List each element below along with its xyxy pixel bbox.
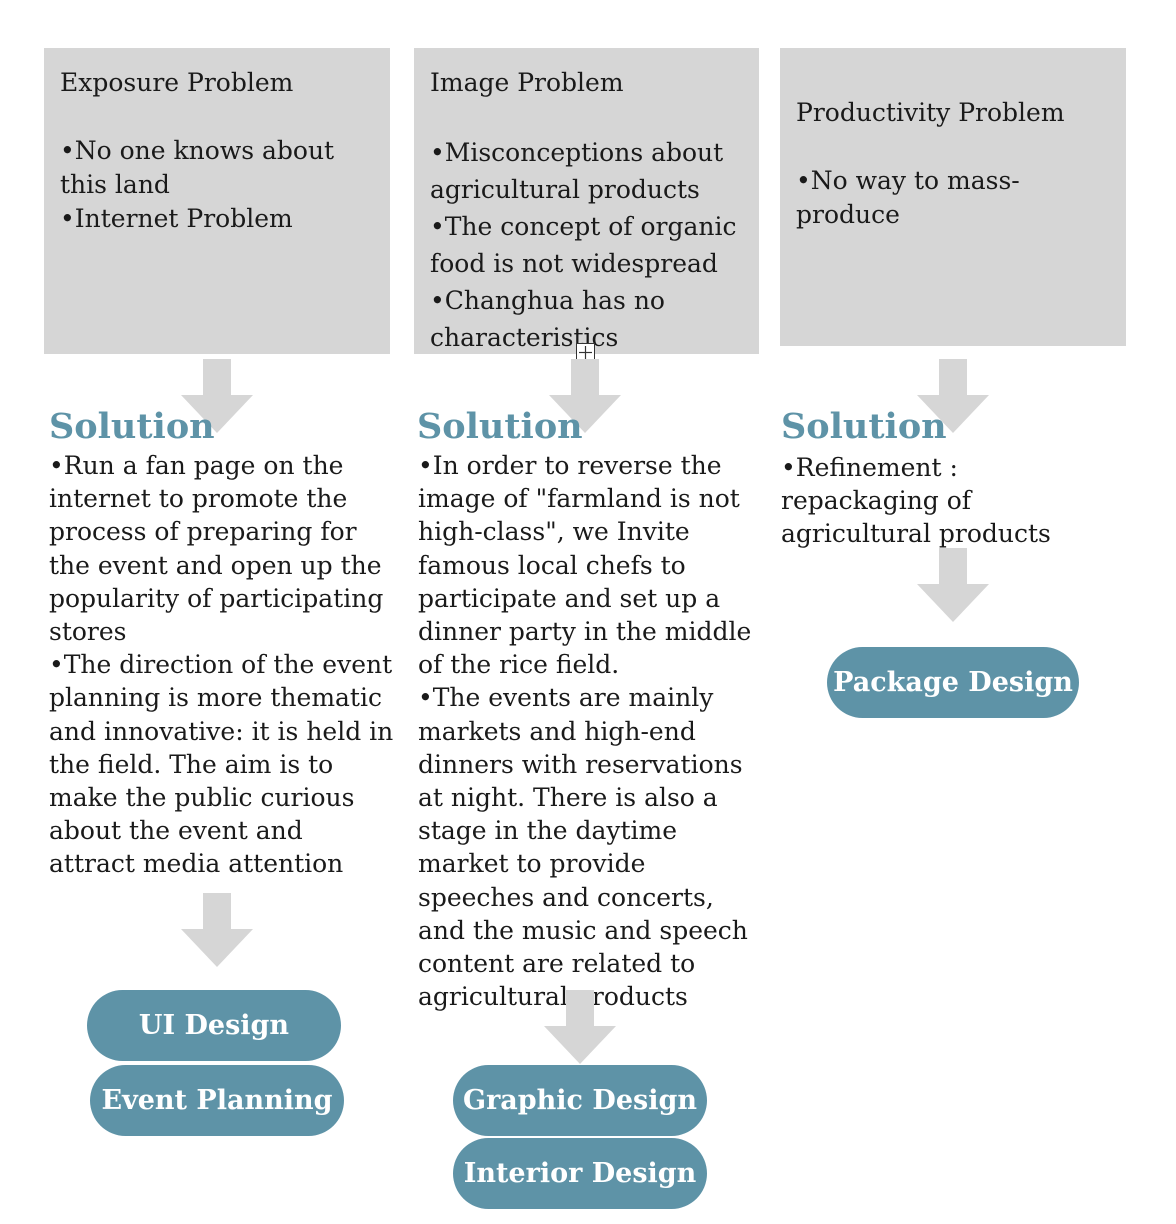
solution-heading: Solution — [781, 406, 947, 447]
solution-bullet: •Run a fan page on the internet to promo… — [49, 451, 384, 647]
down-arrow-icon — [181, 893, 253, 967]
problem-box-productivity: Productivity Problem •No way to mass-pro… — [780, 48, 1126, 346]
move-handle-icon[interactable] — [576, 343, 595, 362]
problem-bullet: •Misconceptions about agricultural produ… — [430, 138, 724, 204]
solution-text: •In order to reverse the image of "farml… — [418, 449, 754, 1013]
down-arrow-icon — [181, 359, 253, 433]
solution-text: •Refinement : repackaging of agricultura… — [781, 451, 1121, 551]
interior-design-button[interactable]: Interior Design — [453, 1138, 707, 1209]
down-arrow-icon — [544, 990, 616, 1064]
solution-bullet: •In order to reverse the image of "farml… — [418, 451, 752, 680]
problem-title: Exposure Problem — [60, 68, 294, 97]
solution-bullet: •The direction of the event planning is … — [49, 650, 394, 879]
solution-heading: Solution — [417, 406, 583, 447]
solution-bullet: •Refinement : repackaging of agricultura… — [781, 453, 1051, 549]
down-arrow-icon — [917, 359, 989, 433]
down-arrow-icon — [549, 359, 621, 433]
problem-bullet: •The concept of organic food is not wide… — [430, 212, 737, 278]
problem-bullet: •No way to mass-produce — [796, 166, 1020, 229]
package-design-button[interactable]: Package Design — [827, 647, 1079, 718]
solution-text: •Run a fan page on the internet to promo… — [49, 449, 394, 881]
event-planning-button[interactable]: Event Planning — [90, 1065, 344, 1136]
problem-box-exposure: Exposure Problem •No one knows about thi… — [44, 48, 390, 354]
problem-title: Productivity Problem — [796, 98, 1065, 127]
solution-bullet: •The events are mainly markets and high-… — [418, 683, 748, 1012]
problem-bullet: •Internet Problem — [60, 204, 293, 233]
ui-design-button[interactable]: UI Design — [87, 990, 341, 1061]
solution-heading: Solution — [49, 406, 215, 447]
graphic-design-button[interactable]: Graphic Design — [453, 1065, 707, 1136]
problem-title: Image Problem — [430, 68, 624, 97]
down-arrow-icon — [917, 548, 989, 622]
problem-bullet: •No one knows about this land — [60, 136, 335, 199]
problem-box-image: Image Problem •Misconceptions about agri… — [414, 48, 759, 354]
